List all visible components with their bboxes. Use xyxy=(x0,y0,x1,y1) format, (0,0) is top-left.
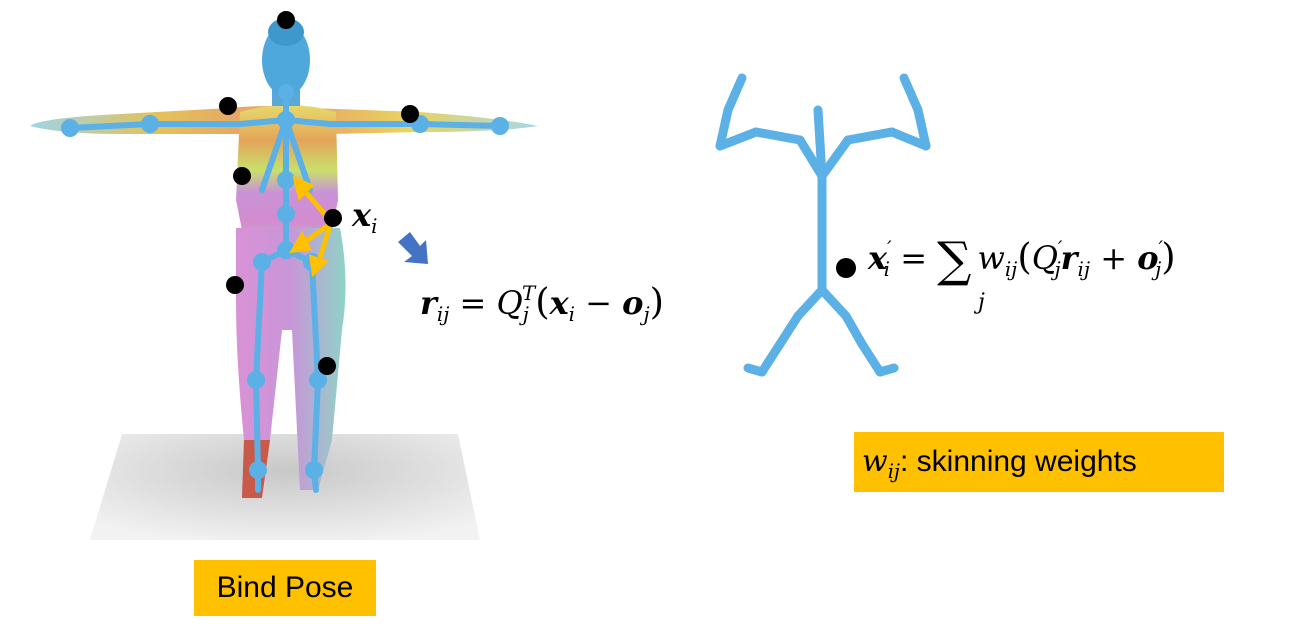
weights-symbol: w xyxy=(862,444,888,479)
sum-index: j xyxy=(978,290,985,315)
open-paren: ( xyxy=(535,280,550,323)
x-i-symbol: x xyxy=(352,196,372,234)
r-symbol: r xyxy=(420,284,437,322)
x-i-subscript: i xyxy=(371,214,378,238)
joint-dot-posed xyxy=(836,258,856,278)
x-prime-symbol: x xyxy=(868,238,888,277)
w-subscript: ij xyxy=(1004,257,1018,281)
ground-plane xyxy=(90,434,480,540)
x-subscript: i xyxy=(568,302,575,326)
o-prime-subscript: j xyxy=(1155,257,1162,281)
r-ij-equation: rij = QjT(xi − oj) xyxy=(420,280,664,326)
x-prime-equation: x′i = ∑wij(Q′jrij + o′j) xyxy=(868,232,1176,288)
weights-subscript: ij xyxy=(887,459,900,483)
equals-sign-2: = xyxy=(890,238,938,277)
x-prime-subscript: i xyxy=(883,257,891,281)
close-paren-2: ) xyxy=(1161,234,1176,278)
weights-text: : skinning weights xyxy=(899,445,1137,478)
skinning-weights-label: wij: skinning weights xyxy=(854,432,1224,492)
q-subscript: j xyxy=(522,302,529,326)
close-paren: ) xyxy=(649,280,664,323)
orange-offset-arrows xyxy=(289,175,333,278)
q-superscript: T xyxy=(521,282,536,306)
arrow-down-right-icon xyxy=(398,232,428,264)
bind-pose-label: Bind Pose xyxy=(194,560,376,616)
joint-dots-bind xyxy=(219,11,419,375)
q-prime-mark: ′ xyxy=(1057,236,1063,260)
o-prime-symbol: o xyxy=(1137,238,1159,277)
x-prime-mark: ′ xyxy=(887,236,892,260)
r-prime-subscript: ij xyxy=(1077,257,1091,281)
plus-sign: + xyxy=(1090,238,1138,277)
r-subscript: ij xyxy=(436,302,450,326)
open-paren-2: ( xyxy=(1017,234,1032,278)
sum-symbol: ∑ xyxy=(937,232,972,288)
q-prime-symbol: Q xyxy=(1031,238,1058,277)
o-subscript: j xyxy=(643,302,650,326)
equals-sign: = xyxy=(449,284,497,322)
w-symbol: w xyxy=(977,238,1005,277)
x-symbol: x xyxy=(549,284,569,322)
q-prime-subscript: j xyxy=(1054,257,1061,281)
posed-skeleton xyxy=(715,73,931,377)
r-prime-symbol: r xyxy=(1060,238,1078,277)
q-symbol: Q xyxy=(496,284,523,322)
minus-sign: − xyxy=(574,284,623,322)
o-symbol: o xyxy=(622,284,644,322)
o-prime-mark: ′ xyxy=(1158,236,1164,260)
x-i-label: xi xyxy=(352,196,377,238)
